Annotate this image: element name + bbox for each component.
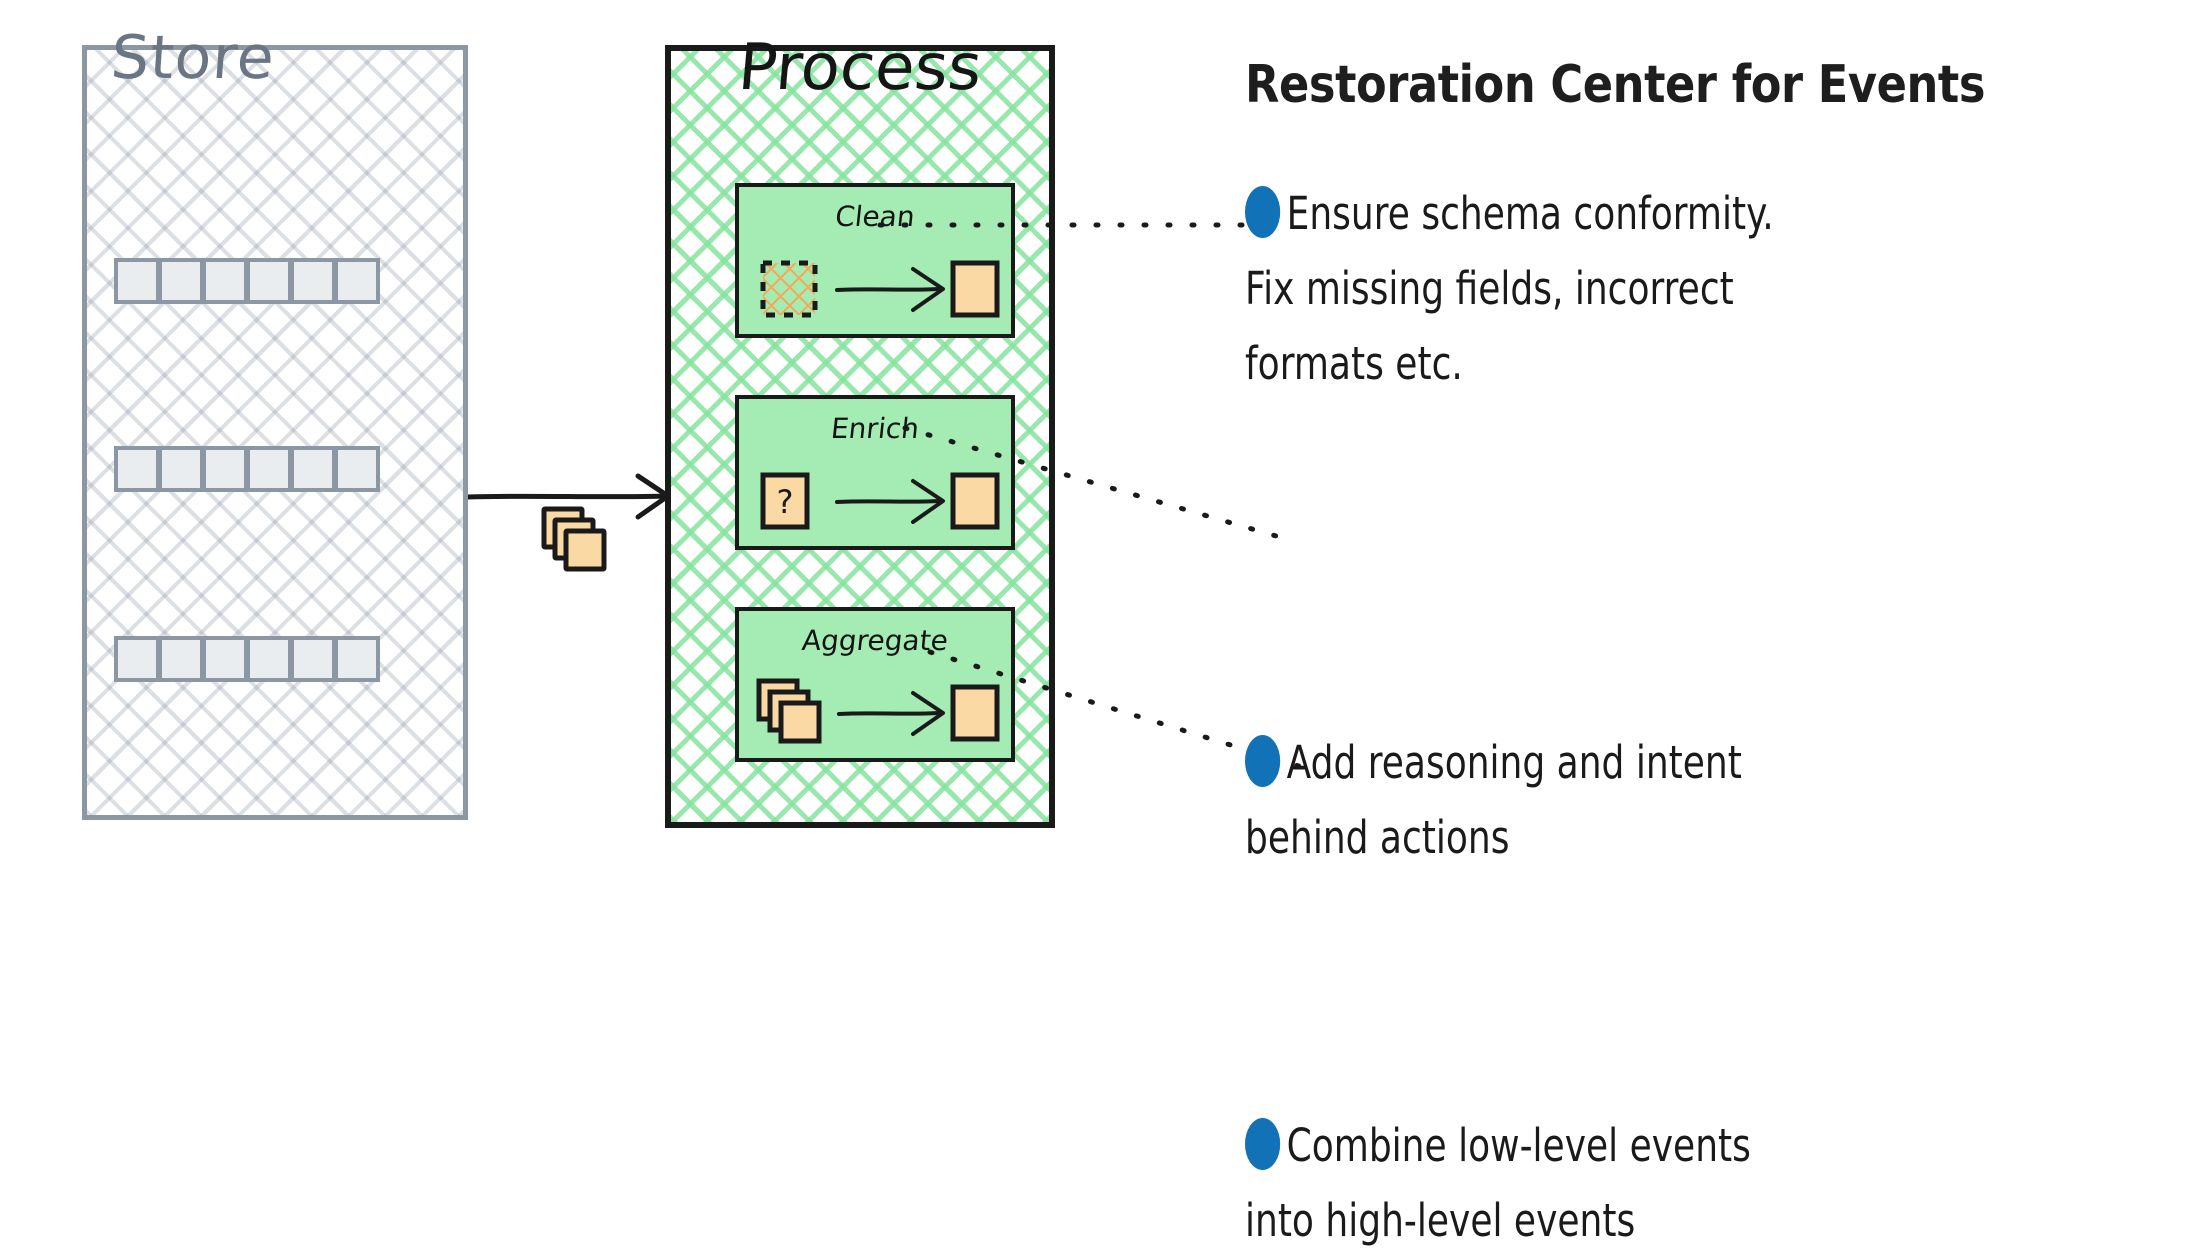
explanation-rail: Restoration Center for Events xyxy=(1245,58,2145,112)
hatched-dashed-box-icon xyxy=(760,260,818,318)
box-stack-icon xyxy=(756,678,822,744)
page-title: Restoration Center for Events xyxy=(1245,55,1986,115)
bullet-line: Combine low-level events xyxy=(1286,1119,1751,1172)
store-cell xyxy=(334,258,380,304)
store-cell xyxy=(114,446,160,492)
process-card-aggregate[interactable]: Aggregate xyxy=(735,607,1015,762)
store-cell xyxy=(158,258,204,304)
bullet-line: Fix missing fields, incorrect xyxy=(1245,262,1734,315)
diagram-canvas: Store Process Clean xyxy=(82,23,2145,1247)
bullet-line: into high-level events xyxy=(1245,1194,1636,1247)
process-card-enrich[interactable]: Enrich ? xyxy=(735,395,1015,550)
store-cell xyxy=(202,636,248,682)
store-cell xyxy=(290,636,336,682)
store-cell xyxy=(158,636,204,682)
store-cell xyxy=(334,636,380,682)
store-cell xyxy=(246,446,292,492)
connector-clean-to-bullet-1 xyxy=(877,222,1263,228)
bullet-line: Ensure schema conformity. xyxy=(1286,187,1774,240)
store-cell xyxy=(290,258,336,304)
process-card-clean[interactable]: Clean xyxy=(735,183,1015,338)
store-cell xyxy=(290,446,336,492)
bullet-dot-icon xyxy=(1245,1118,1281,1170)
bullet-line: Add reasoning and intent xyxy=(1286,736,1742,789)
question-box-icon xyxy=(760,472,810,530)
store-cell xyxy=(158,446,204,492)
store-row xyxy=(114,636,380,682)
store-row xyxy=(114,446,380,492)
box-icon xyxy=(950,472,1000,530)
clean-transform-figure xyxy=(760,260,1000,318)
store-panel xyxy=(82,45,468,820)
box-stack-icon xyxy=(541,506,607,572)
bullet-line: formats etc. xyxy=(1245,337,1463,390)
box-icon xyxy=(950,684,1000,742)
store-cell xyxy=(114,636,160,682)
bullet-dot-icon xyxy=(1245,735,1281,787)
store-panel-title: Store xyxy=(108,23,278,93)
box-icon xyxy=(950,260,1000,318)
bullet-item: Add reasoning and intent behind actions xyxy=(1245,725,2075,875)
process-panel-title: Process xyxy=(735,31,985,105)
store-cell xyxy=(246,258,292,304)
bullet-item: Combine low-level events into high-level… xyxy=(1245,1108,2075,1258)
store-row xyxy=(114,258,380,304)
bullet-text: Combine low-level events into high-level… xyxy=(1245,1108,2069,1258)
store-cell xyxy=(334,446,380,492)
bullet-dot-icon xyxy=(1245,186,1281,238)
aggregate-transform-figure xyxy=(756,678,1000,744)
store-cell xyxy=(114,258,160,304)
bullet-item: Ensure schema conformity. Fix missing fi… xyxy=(1245,176,2075,401)
question-mark-glyph: ? xyxy=(777,483,794,521)
store-cell xyxy=(246,636,292,682)
connector-enrich-to-bullet-2 xyxy=(902,425,1286,541)
bullet-text: Ensure schema conformity. Fix missing fi… xyxy=(1245,176,2069,401)
connector-aggregate-to-bullet-3 xyxy=(927,649,1308,771)
bullet-line: behind actions xyxy=(1245,811,1510,864)
enrich-transform-figure: ? xyxy=(760,472,1000,530)
store-cell xyxy=(202,258,248,304)
store-cell xyxy=(202,446,248,492)
bullet-text: Add reasoning and intent behind actions xyxy=(1245,725,2069,875)
